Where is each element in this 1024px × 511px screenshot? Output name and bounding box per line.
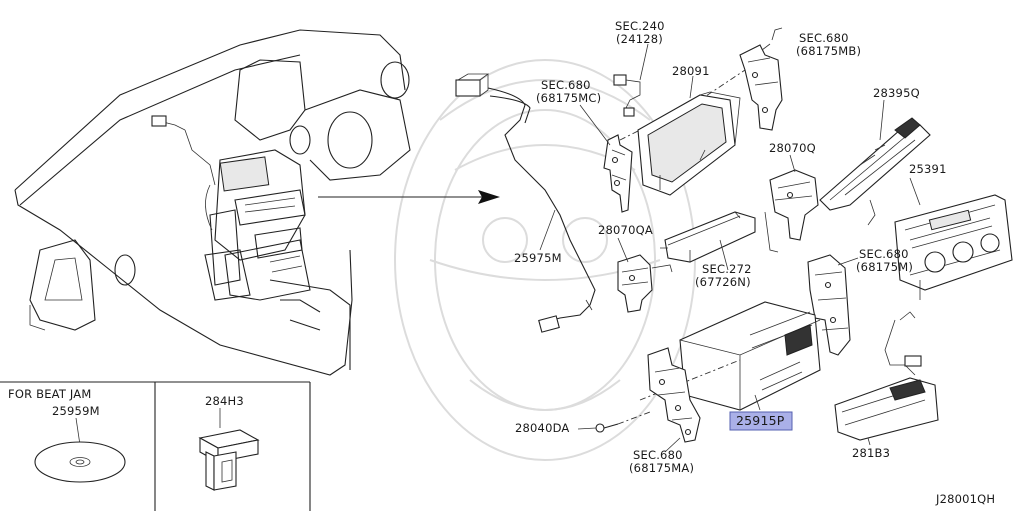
part-25975m-cable (455, 73, 596, 333)
direction-arrow (318, 190, 500, 204)
label-24128: (24128) (616, 32, 663, 46)
part-67726n-module (660, 211, 756, 263)
label-28395q: 28395Q (873, 86, 920, 100)
diagram-id: J28001QH (935, 492, 995, 506)
inset-beat-jam-title: FOR BEAT JAM (8, 387, 92, 401)
label-sec680-m: SEC.680 (859, 247, 909, 261)
highlight-25915p (729, 411, 793, 431)
label-68175mb: (68175MB) (796, 44, 861, 58)
label-28091: 28091 (672, 64, 710, 78)
label-67726n: (67726N) (695, 275, 751, 289)
label-68175mc: (68175MC) (536, 91, 601, 105)
label-sec680-mb: SEC.680 (799, 31, 849, 45)
label-68175m: (68175M) (856, 260, 913, 274)
bracket-68175mb (739, 27, 783, 131)
part-labels: SEC.240 (24128) SEC.680 (68175MB) 28091 … (514, 19, 995, 506)
part-28040da-screw (595, 411, 651, 433)
label-28040da: 28040DA (515, 421, 570, 435)
part-281b3 (834, 311, 939, 441)
label-sec272: SEC.272 (702, 262, 752, 276)
bracket-68175ma (647, 347, 701, 443)
bracket-28070q (764, 169, 819, 253)
label-sec240: SEC.240 (615, 19, 665, 33)
leader-lines (539, 43, 921, 453)
label-sec680-mc: SEC.680 (541, 78, 591, 92)
inset-beat-jam: FOR BEAT JAM 25959M (8, 387, 126, 483)
label-28070q: 28070Q (769, 141, 816, 155)
disc-icon (34, 441, 126, 483)
label-281b3: 281B3 (852, 446, 890, 460)
dashboard-illustration (14, 29, 411, 376)
label-sec680-ma: SEC.680 (633, 448, 683, 462)
label-25959m: 25959M (52, 404, 100, 418)
label-25391: 25391 (909, 162, 947, 176)
part-28091-display (637, 91, 741, 196)
part-25391-control-panel (894, 194, 1013, 300)
label-284h3: 284H3 (205, 394, 244, 408)
inset-panels (0, 381, 311, 511)
part-24128-harness (613, 74, 641, 117)
part-28395q (819, 117, 931, 226)
label-25975m: 25975M (514, 251, 562, 265)
label-28070qa: 28070QA (598, 223, 653, 237)
inset-284h3: 284H3 (198, 394, 260, 491)
bracket-28070qa (617, 254, 673, 313)
bracket-68175m (807, 254, 851, 356)
label-68175ma: (68175MA) (629, 461, 694, 475)
label-25915p: 25915P (736, 413, 785, 428)
